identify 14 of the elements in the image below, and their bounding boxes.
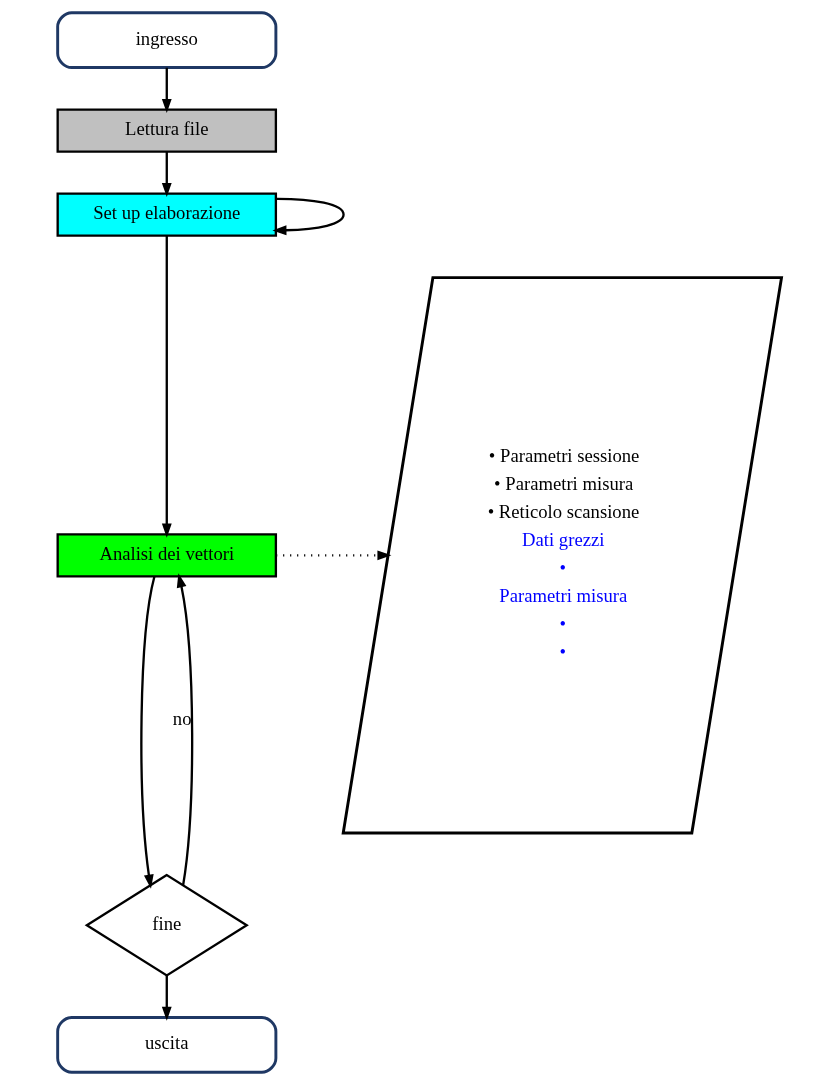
arrow [161, 67, 172, 113]
arrow [271, 197, 345, 236]
arrow [139, 576, 155, 889]
node-box: Set up elaborazione [56, 192, 277, 237]
arrow [275, 550, 391, 561]
node-box: ingresso [55, 11, 277, 69]
arrow [176, 573, 193, 886]
arrow [161, 975, 172, 1021]
arrow [161, 151, 172, 197]
edge-label: no [172, 707, 192, 729]
node-box: Analisi dei vettori [56, 533, 277, 578]
node-box: Lettura file [56, 108, 277, 153]
arrow [161, 235, 172, 538]
node-box: uscita [55, 1016, 277, 1074]
